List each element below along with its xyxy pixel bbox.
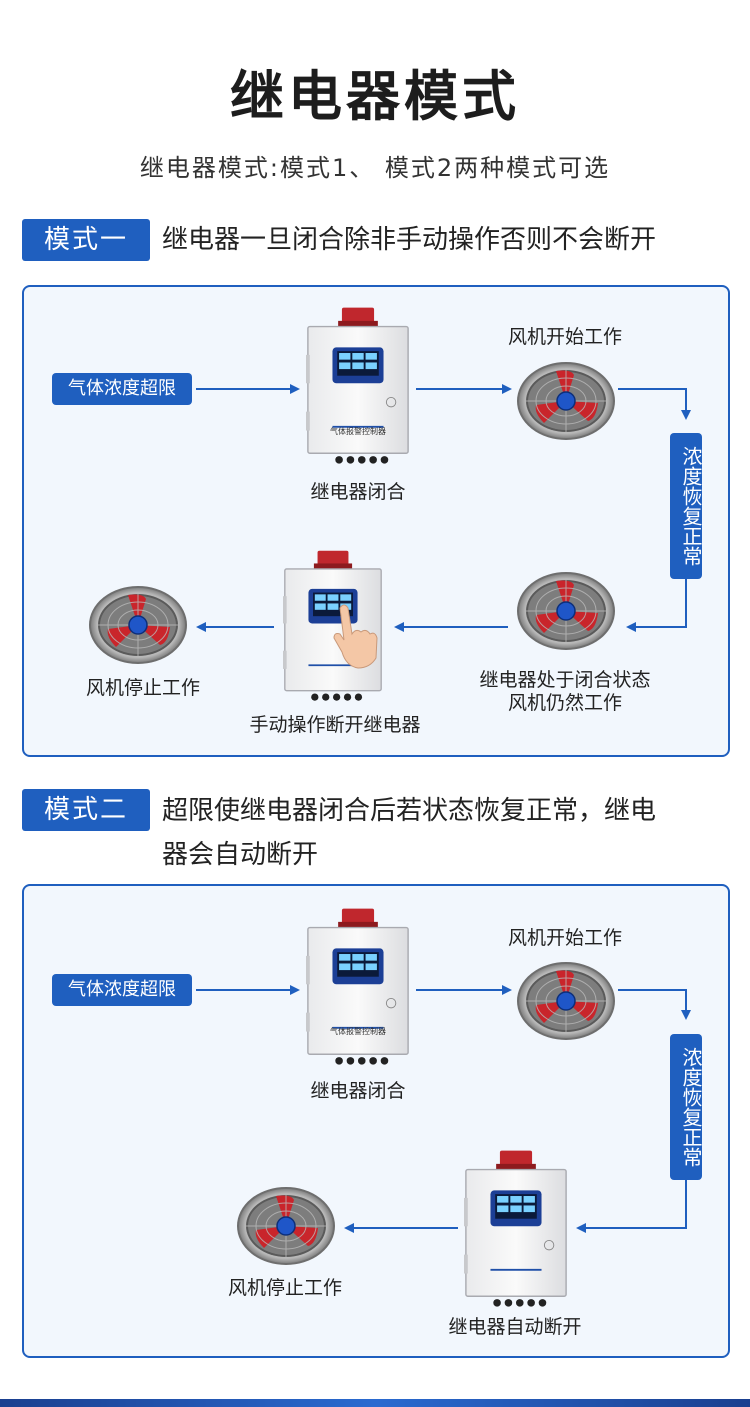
mode1-recover-pill: 浓度恢复正常 [670, 433, 703, 579]
footer-bar [0, 1399, 750, 1407]
mode1-relay-still-closed-line1: 继电器处于闭合状态 [479, 669, 651, 691]
page-subtitle: 继电器模式:模式1、 模式2两种模式可选 [139, 154, 611, 182]
mode1-device-label: 气体报警控制器 [330, 427, 386, 436]
mode1-tag: 模式一 [22, 219, 150, 261]
hand-icon [333, 604, 378, 669]
mode2-fan-stop-label: 风机停止工作 [227, 1277, 342, 1299]
mode2-flow-arrows [196, 985, 691, 1233]
mode1-trigger-pill: 气体浓度超限 [52, 373, 192, 405]
mode2-description-line2: 器会自动断开 [162, 840, 319, 870]
mode2-auto-open-label: 继电器自动断开 [448, 1316, 582, 1338]
mode1-relay-closed-label: 继电器闭合 [310, 481, 406, 503]
mode1-manual-open-label: 手动操作断开继电器 [249, 714, 421, 736]
mode1-flow-arrows [196, 384, 691, 632]
mode2-device-label: 气体报警控制器 [330, 1027, 386, 1036]
mode1-fan-start-label: 风机开始工作 [507, 326, 622, 348]
mode1-description: 继电器一旦闭合除非手动操作否则不会断开 [162, 225, 657, 255]
mode2-relay-closed-label: 继电器闭合 [310, 1080, 406, 1102]
mode2-tag: 模式二 [22, 789, 150, 831]
mode2-description-line1: 超限使继电器闭合后若状态恢复正常，继电 [162, 796, 657, 826]
mode2-trigger-pill: 气体浓度超限 [52, 974, 192, 1006]
page-title: 继电器模式 [230, 65, 520, 128]
mode2-fan-start-label: 风机开始工作 [507, 927, 622, 949]
mode2-recover-pill: 浓度恢复正常 [670, 1034, 703, 1180]
mode1-relay-still-closed-line2: 风机仍然工作 [507, 692, 622, 714]
mode1-fan-stop-label: 风机停止工作 [85, 677, 200, 699]
